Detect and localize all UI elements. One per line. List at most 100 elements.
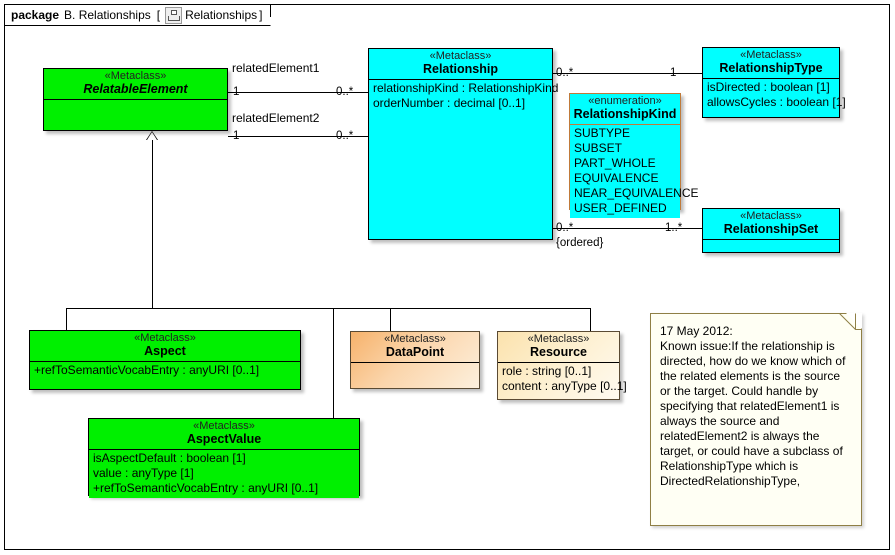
- class-name: DataPoint: [385, 344, 445, 359]
- package-name: B. Relationships: [64, 8, 151, 22]
- assoc-constraint-ordered: {ordered}: [556, 237, 604, 249]
- class-relatable-element[interactable]: «Metaclass» RelatableElement: [43, 68, 228, 131]
- assoc-line-related-element1: [228, 92, 368, 93]
- attribute-compartment-resource: role : string [0..1] content : anyType […: [498, 363, 627, 396]
- compartment-divider: [89, 449, 359, 451]
- attribute-row: relationshipKind : RelationshipKind: [373, 81, 559, 96]
- class-aspect-value[interactable]: «Metaclass» AspectValue isAspectDefault …: [88, 418, 360, 499]
- assoc-mult-rel-type-target: 1: [670, 67, 677, 79]
- compartment-divider: [369, 79, 552, 81]
- enum-literal: SUBSET: [574, 141, 623, 156]
- note-line: or the target. Could handle by: [660, 384, 819, 399]
- assoc-mult-target-2: 0..*: [336, 130, 354, 142]
- enum-literal: SUBTYPE: [574, 126, 631, 141]
- assoc-mult-rel-type-source: 0..*: [556, 67, 574, 79]
- note-line: relatedElement2 is always the: [660, 429, 820, 444]
- stereotype-label: «Metaclass»: [429, 50, 492, 62]
- class-header-relationship-set: «Metaclass» RelationshipSet: [703, 209, 839, 240]
- bracket-open: [: [156, 8, 161, 22]
- class-data-point[interactable]: «Metaclass» DataPoint: [350, 331, 480, 389]
- note-line: directed, how do we know which of: [660, 354, 846, 369]
- enum-literal: PART_WHOLE: [574, 156, 656, 171]
- enum-literal: EQUIVALENCE: [574, 171, 659, 186]
- class-relationship[interactable]: «Metaclass» Relationship relationshipKin…: [368, 48, 559, 240]
- class-header-relationship: «Metaclass» Relationship: [369, 49, 552, 80]
- note-date: 17 May 2012:: [660, 324, 733, 338]
- generalization-drop-aspect: [66, 308, 67, 330]
- generalization-drop-aspect-value: [333, 308, 334, 418]
- compartment-divider: [30, 361, 300, 363]
- enumeration-relationship-kind[interactable]: «enumeration» RelationshipKind SUBTYPE S…: [569, 93, 699, 219]
- attribute-compartment-relatable-element: [44, 100, 227, 104]
- attribute-compartment-relationship-type: isDirected : boolean [1] allowsCycles : …: [703, 79, 846, 113]
- compartment-divider: [570, 124, 680, 126]
- attribute-row: +refToSemanticVocabEntry : anyURI [0..1]: [93, 481, 319, 496]
- stereotype-label: «Metaclass»: [104, 70, 167, 82]
- assoc-line-relationship-type: [552, 73, 702, 74]
- compartment-divider: [44, 99, 227, 101]
- class-resource[interactable]: «Metaclass» Resource role : string [0..1…: [497, 331, 627, 400]
- class-aspect[interactable]: «Metaclass» Aspect +refToSemanticVocabEn…: [29, 330, 301, 390]
- attribute-row: +refToSemanticVocabEntry : anyURI [0..1]: [34, 363, 260, 378]
- class-header-relationship-type: «Metaclass» RelationshipType: [703, 48, 839, 79]
- note-line: DirectedRelationshipType,: [660, 474, 801, 489]
- stereotype-label: «Metaclass»: [527, 333, 590, 345]
- enum-literal: USER_DEFINED: [574, 201, 667, 216]
- class-header-aspect: «Metaclass» Aspect: [30, 331, 300, 362]
- attribute-compartment-aspect-value: isAspectDefault : boolean [1] value : an…: [89, 450, 359, 499]
- assoc-mult-rel-set-target: 1..*: [665, 222, 683, 234]
- generalization-arrow-fill: [147, 132, 157, 140]
- class-name: RelationshipSet: [723, 221, 819, 236]
- note-line: always the source and: [660, 414, 780, 429]
- class-header-relationship-kind: «enumeration» RelationshipKind: [570, 94, 680, 125]
- attribute-compartment-relationship-set: [703, 240, 839, 244]
- class-relationship-set[interactable]: «Metaclass» RelationshipSet: [702, 208, 840, 253]
- attribute-row: content : anyType [0..1]: [502, 379, 627, 394]
- stereotype-label: «Metaclass»: [740, 49, 802, 61]
- tab-corner-cut: [262, 17, 272, 26]
- stereotype-label: «enumeration»: [588, 95, 662, 107]
- assoc-line-related-element2: [228, 136, 368, 137]
- package-frame: [4, 4, 890, 550]
- attribute-row: role : string [0..1]: [502, 364, 592, 379]
- package-header-tab: package B. Relationships [ Relationships…: [4, 4, 272, 26]
- class-relationship-type[interactable]: «Metaclass» RelationshipType isDirected …: [702, 47, 846, 118]
- attribute-row: orderNumber : decimal [0..1]: [373, 96, 526, 111]
- bracket-close: ]: [259, 8, 263, 22]
- compartment-divider: [703, 239, 839, 241]
- enum-literal: NEAR_EQUIVALENCE: [574, 186, 699, 201]
- package-keyword: package: [11, 8, 60, 22]
- stereotype-label: «Metaclass»: [740, 210, 802, 222]
- note-line: RelationshipType which is: [660, 459, 799, 474]
- class-name: RelatableElement: [83, 81, 188, 96]
- generalization-drop-data-point: [390, 308, 391, 331]
- assoc-role-related-element2: relatedElement2: [232, 111, 320, 125]
- compartment-divider: [498, 362, 619, 364]
- note-known-issue[interactable]: 17 May 2012: Known issue:If the relation…: [650, 313, 862, 526]
- class-header-relatable-element: «Metaclass» RelatableElement: [44, 69, 227, 100]
- note-fold-corner: [846, 313, 862, 329]
- note-fold-lines: [839, 313, 862, 330]
- class-name: Resource: [530, 344, 587, 359]
- attribute-row: isAspectDefault : boolean [1]: [93, 451, 246, 466]
- note-line: Known issue:If the relationship is: [660, 339, 835, 354]
- class-name: AspectValue: [186, 431, 262, 446]
- diagram-icon: [165, 6, 183, 24]
- note-line: specifying that relatedElement1 is: [660, 399, 840, 414]
- attribute-compartment-relationship: relationshipKind : RelationshipKind orde…: [369, 80, 559, 114]
- class-name: Relationship: [422, 61, 498, 76]
- attribute-row: value : anyType [1]: [93, 466, 194, 481]
- assoc-mult-rel-set-source: 0..*: [556, 222, 574, 234]
- note-line: target, or could have a subclass of: [660, 444, 843, 459]
- class-header-aspect-value: «Metaclass» AspectValue: [89, 419, 359, 450]
- class-header-data-point: «Metaclass» DataPoint: [351, 332, 479, 362]
- stereotype-label: «Metaclass»: [193, 420, 255, 432]
- class-name: Aspect: [144, 343, 186, 358]
- stereotype-label: «Metaclass»: [384, 333, 446, 345]
- note-text-block: 17 May 2012: Known issue:If the relation…: [660, 324, 853, 490]
- attribute-row: allowsCycles : boolean [1]: [707, 95, 846, 110]
- generalization-drop-resource: [590, 308, 591, 331]
- attribute-row: isDirected : boolean [1]: [707, 80, 830, 95]
- package-diagram-name: Relationships: [185, 8, 258, 22]
